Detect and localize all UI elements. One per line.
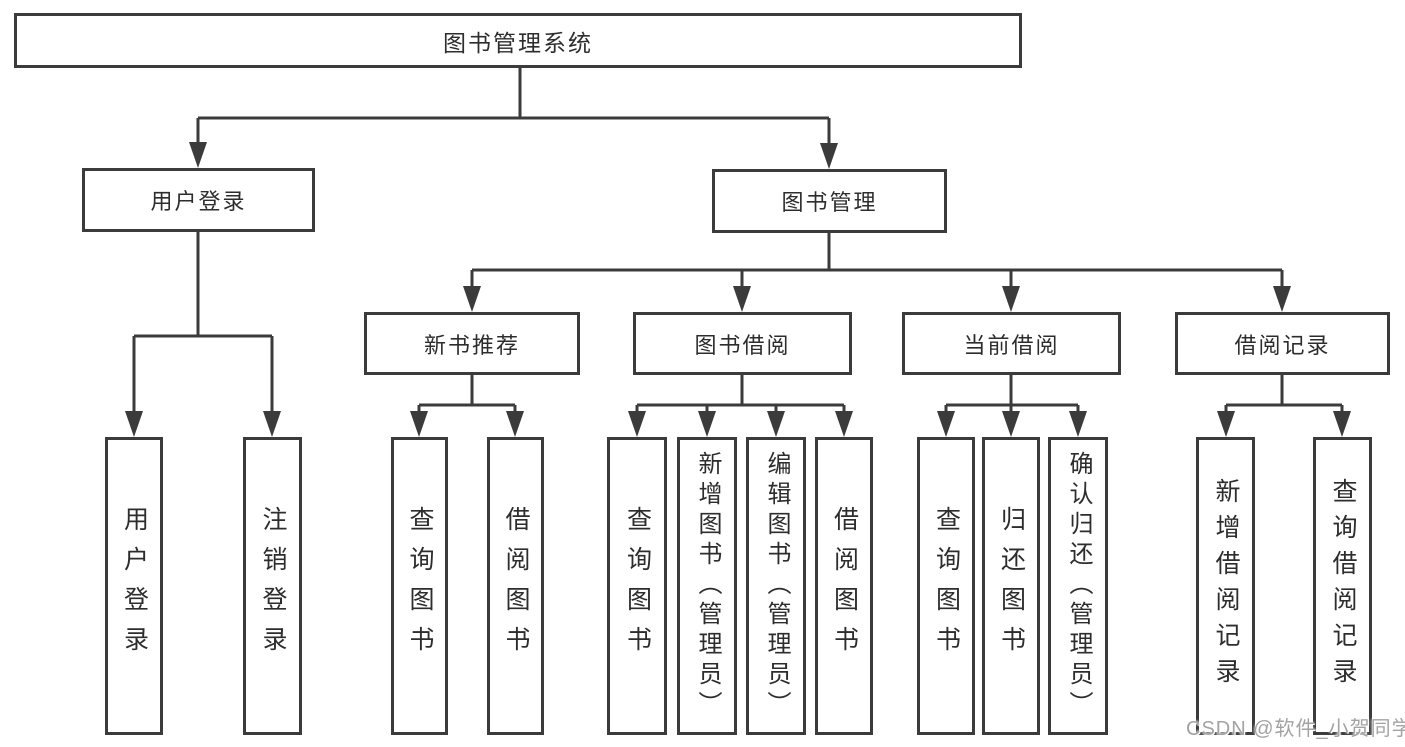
leaf-return-books: 归还图书 xyxy=(982,437,1040,735)
leaf-add-book-admin: 新增图书（管理员） xyxy=(677,437,737,735)
node-new-book-recommend: 新书推荐 xyxy=(364,312,580,375)
leaf-query-books-current: 查询图书 xyxy=(917,437,975,735)
node-borrowing-records: 借阅记录 xyxy=(1175,312,1390,375)
node-book-borrowing: 图书借阅 xyxy=(633,312,852,375)
leaf-confirm-return-admin: 确认归还（管理员） xyxy=(1048,437,1108,735)
leaf-logout: 注销登录 xyxy=(243,437,302,735)
leaf-edit-book-admin: 编辑图书（管理员） xyxy=(746,437,806,735)
leaf-borrow-books: 借阅图书 xyxy=(815,437,873,735)
leaf-query-borrow-record: 查询借阅记录 xyxy=(1313,437,1372,735)
leaf-add-borrow-record: 新增借阅记录 xyxy=(1196,437,1255,735)
leaf-query-books-recommend: 查询图书 xyxy=(391,437,448,735)
leaf-user-login: 用户登录 xyxy=(105,437,163,735)
node-current-borrowing: 当前借阅 xyxy=(902,312,1121,375)
node-root-book-management-system: 图书管理系统 xyxy=(14,13,1022,68)
csdn-watermark: CSDN @软件_小贺同学 xyxy=(1186,718,1405,740)
arrowhead-icons xyxy=(125,142,1351,437)
node-book-management: 图书管理 xyxy=(712,169,947,233)
leaf-borrow-books-recommend: 借阅图书 xyxy=(487,437,544,735)
node-user-login: 用户登录 xyxy=(82,168,315,232)
connector-stems xyxy=(132,68,1344,415)
leaf-query-books-borrowing: 查询图书 xyxy=(607,437,667,735)
